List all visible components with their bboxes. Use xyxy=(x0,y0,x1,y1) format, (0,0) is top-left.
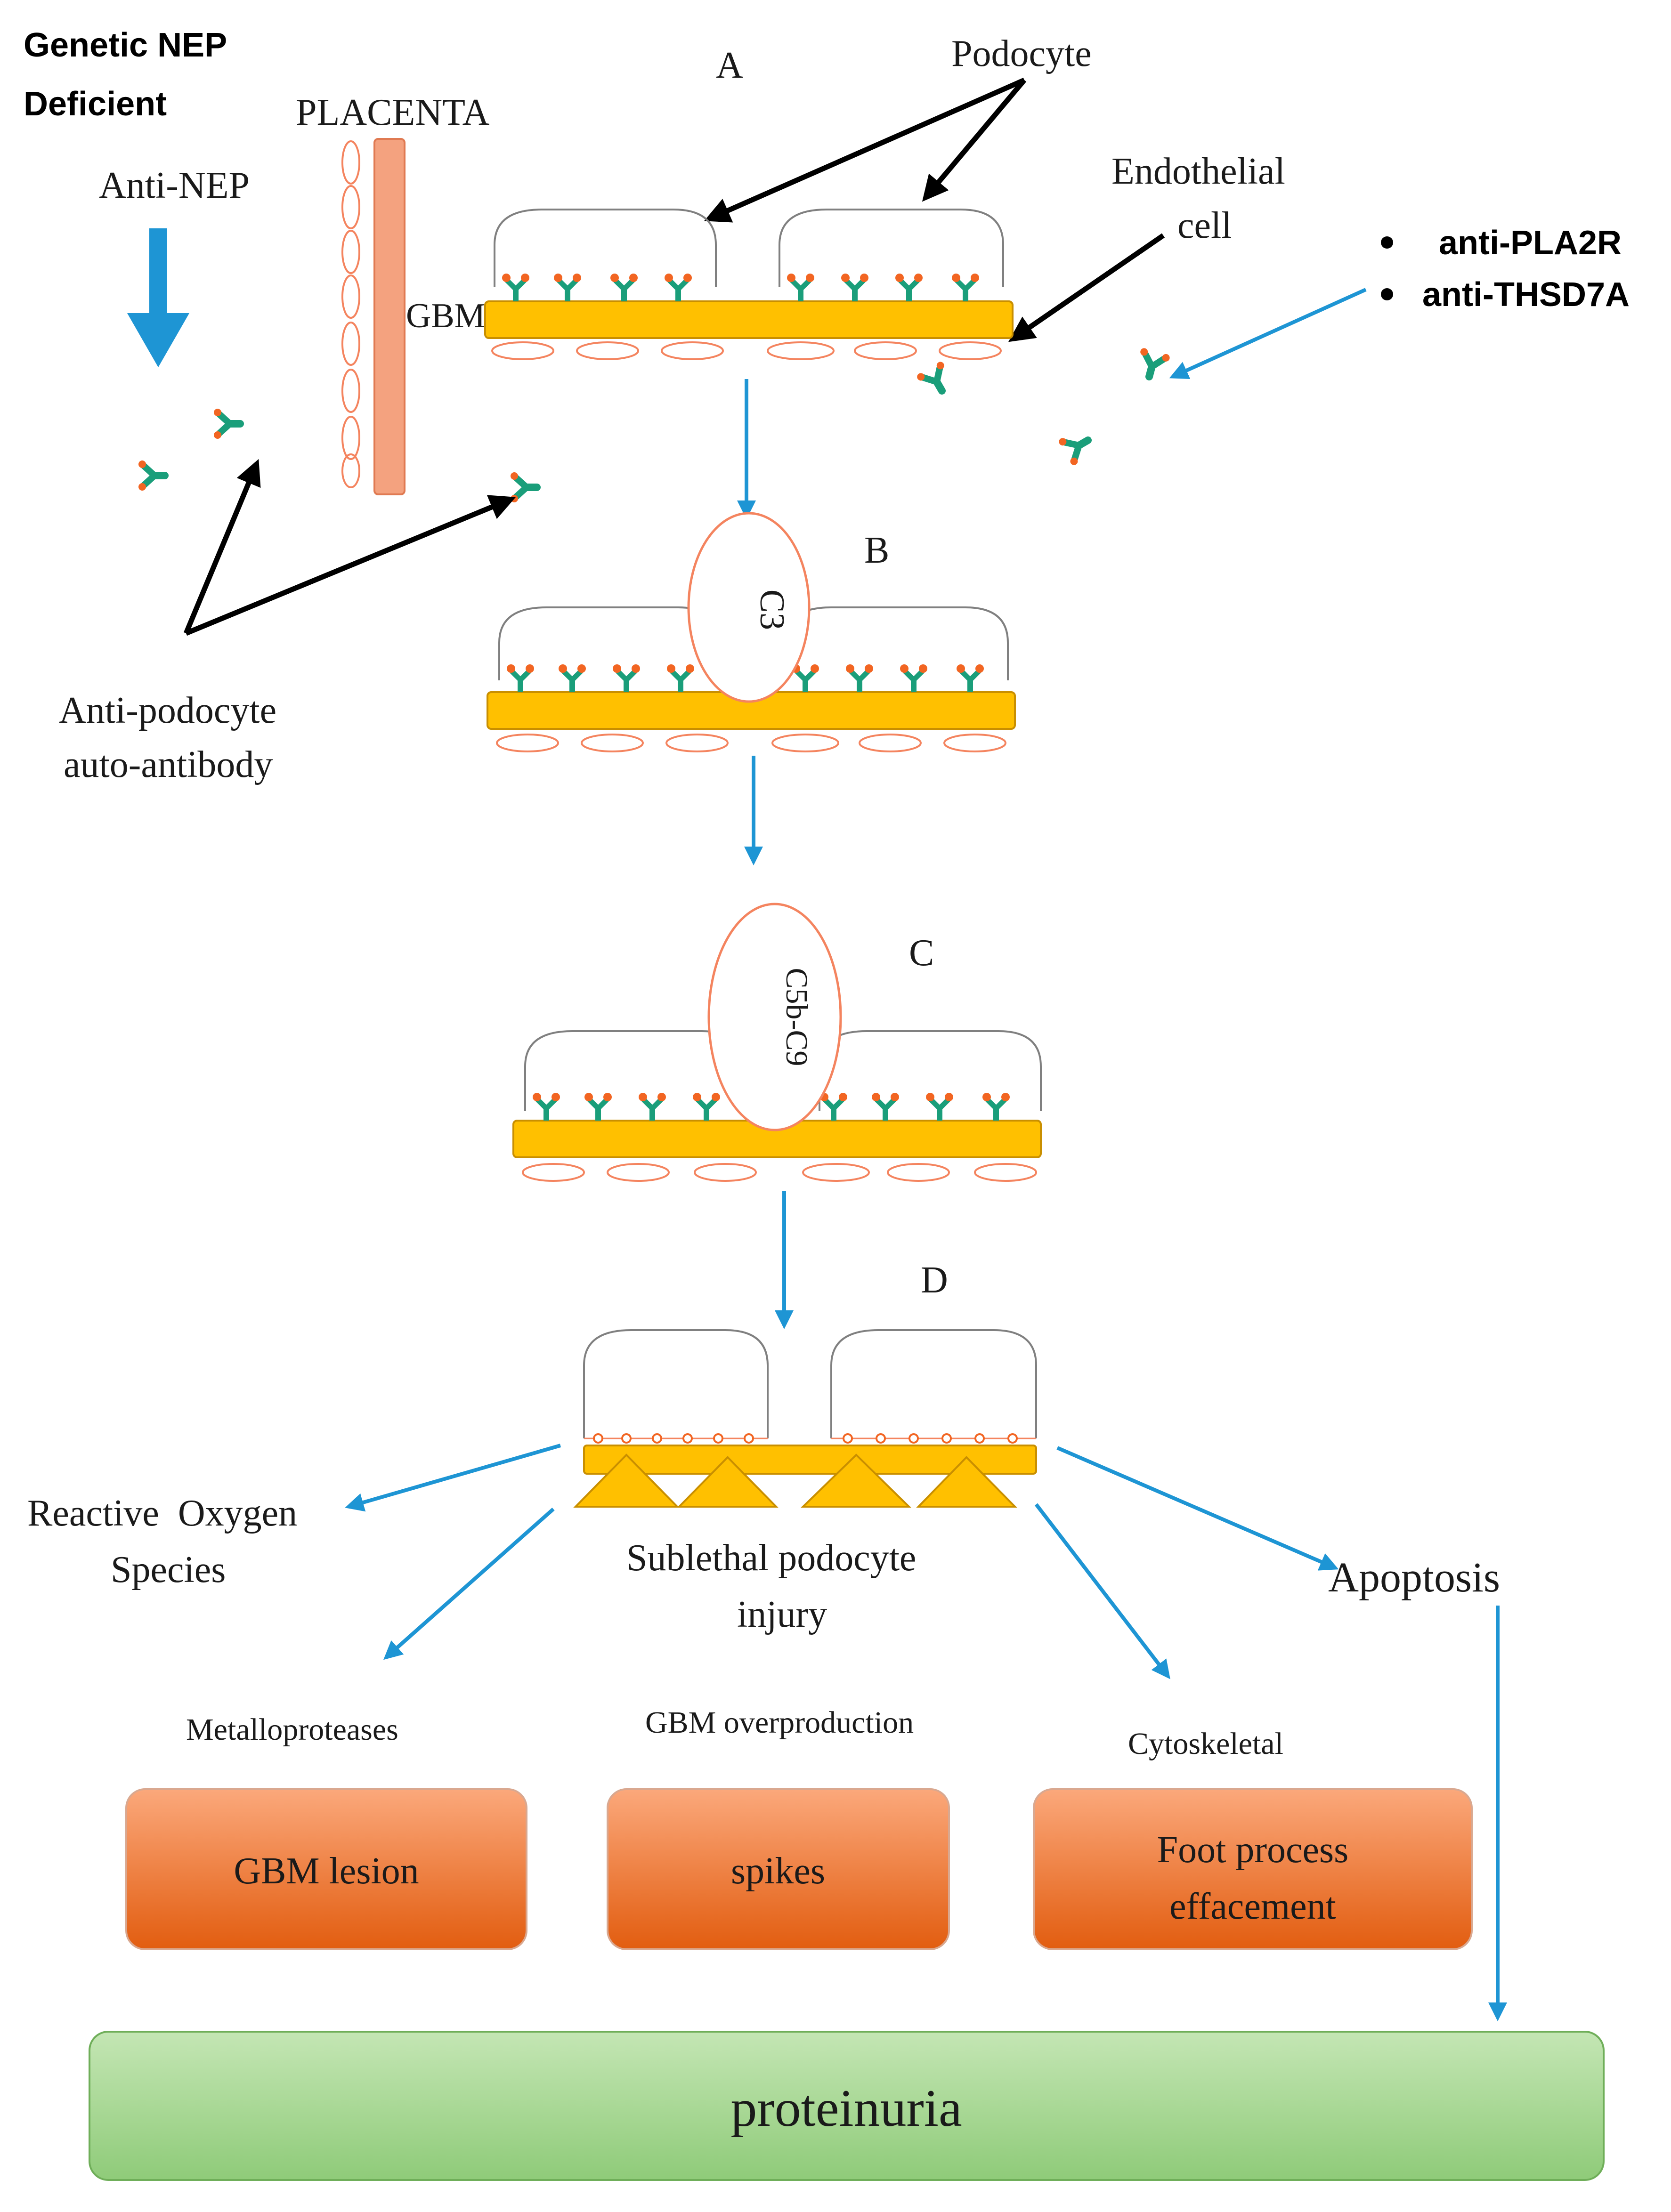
anti-podocyte-arrow-2 xyxy=(185,495,516,636)
free-antibody-icon xyxy=(511,472,537,502)
box-gbm-lesion-label: GBM lesion xyxy=(234,1850,419,1892)
gbm-spikes xyxy=(573,1453,1017,1508)
bullet-dot xyxy=(1381,236,1393,249)
gbm-label: GBM xyxy=(406,297,486,335)
podocyte-arrow-2 xyxy=(922,78,1027,202)
podocyte-arrow-1 xyxy=(704,77,1026,223)
arrow-to-ros xyxy=(345,1444,561,1512)
genetic-nep-label-line1: Genetic NEP xyxy=(24,26,227,64)
proteinuria-label: proteinuria xyxy=(730,2079,962,2138)
c5b-c9-label: C5b-C9 xyxy=(779,968,814,1066)
box-foot-process-label-line2: effacement xyxy=(1169,1886,1336,1927)
placenta-label: PLACENTA xyxy=(296,92,490,133)
box-spikes-label: spikes xyxy=(731,1850,825,1892)
panel-a-membrane xyxy=(484,209,1014,360)
anti-podocyte-label-line1: Anti-podocyte xyxy=(59,690,276,731)
cytoskeletal-label: Cytoskeletal xyxy=(1128,1727,1283,1761)
gbm-overproduction-label: GBM overproduction xyxy=(645,1705,914,1740)
box-spikes: spikes xyxy=(607,1788,950,1950)
anti-podocyte-arrow-1 xyxy=(183,459,261,635)
apoptosis-label: Apoptosis xyxy=(1328,1554,1500,1601)
endothelial-arrow xyxy=(1008,233,1165,342)
free-antibody-icon xyxy=(214,409,240,439)
panel-d-label: D xyxy=(921,1259,948,1301)
panel-b-membrane xyxy=(487,512,1016,752)
sublethal-label-line1: Sublethal podocyte xyxy=(626,1537,916,1579)
bullet-list: anti-PLA2R anti-THSD7A xyxy=(1381,224,1630,314)
endothelial-cells xyxy=(491,341,1002,360)
box-proteinuria: proteinuria xyxy=(89,2031,1605,2181)
bullet-dot xyxy=(1381,288,1393,300)
box-foot-process-label-line1: Foot process xyxy=(1157,1829,1349,1871)
anti-nep-label: Anti-NEP xyxy=(99,165,250,206)
endothelial-label-line2: cell xyxy=(1177,205,1232,246)
ros-label-line2: Species xyxy=(111,1549,226,1590)
anti-nep-down-arrow xyxy=(127,228,189,367)
c3-label: C3 xyxy=(753,589,791,630)
bullet-flow-arrow xyxy=(1169,288,1367,379)
panel-d-membrane xyxy=(573,1329,1037,1508)
gbm-bar xyxy=(484,300,1014,339)
arrow-to-cytoskeletal xyxy=(1034,1503,1170,1679)
free-antibody-icon xyxy=(1058,427,1095,466)
box-foot-process-effacement: Foot process effacement xyxy=(1033,1788,1473,1950)
gbm-bar xyxy=(583,1445,1037,1475)
box-gbm-lesion: GBM lesion xyxy=(125,1788,527,1950)
arrow-to-apoptosis xyxy=(1056,1446,1339,1571)
bullet-anti-thsd7a: anti-THSD7A xyxy=(1422,276,1630,314)
metalloproteases-label: Metalloproteases xyxy=(186,1712,398,1747)
free-antibody-icon xyxy=(1135,347,1170,381)
ros-label-line1: Reactive Oxygen xyxy=(27,1493,297,1534)
panel-c-label: C xyxy=(909,932,934,974)
free-antibody-icon xyxy=(138,460,165,491)
c3-complement xyxy=(687,512,811,703)
placenta-structure xyxy=(341,138,406,495)
anti-podocyte-label-line2: auto-antibody xyxy=(64,744,273,785)
bullet-anti-pla2r: anti-PLA2R xyxy=(1439,224,1622,262)
panel-b-label: B xyxy=(864,530,889,571)
endothelial-label-line1: Endothelial xyxy=(1111,151,1285,192)
panel-c-membrane xyxy=(512,903,1042,1182)
panel-a-label: A xyxy=(716,45,743,86)
c5b-c9-complex xyxy=(707,903,842,1131)
podocyte-label: Podocyte xyxy=(951,33,1092,74)
genetic-nep-label-line2: Deficient xyxy=(24,85,167,123)
free-antibody-icon xyxy=(916,361,955,398)
arrow-to-metalloproteases xyxy=(383,1508,555,1660)
sublethal-label-line2: injury xyxy=(737,1594,827,1635)
